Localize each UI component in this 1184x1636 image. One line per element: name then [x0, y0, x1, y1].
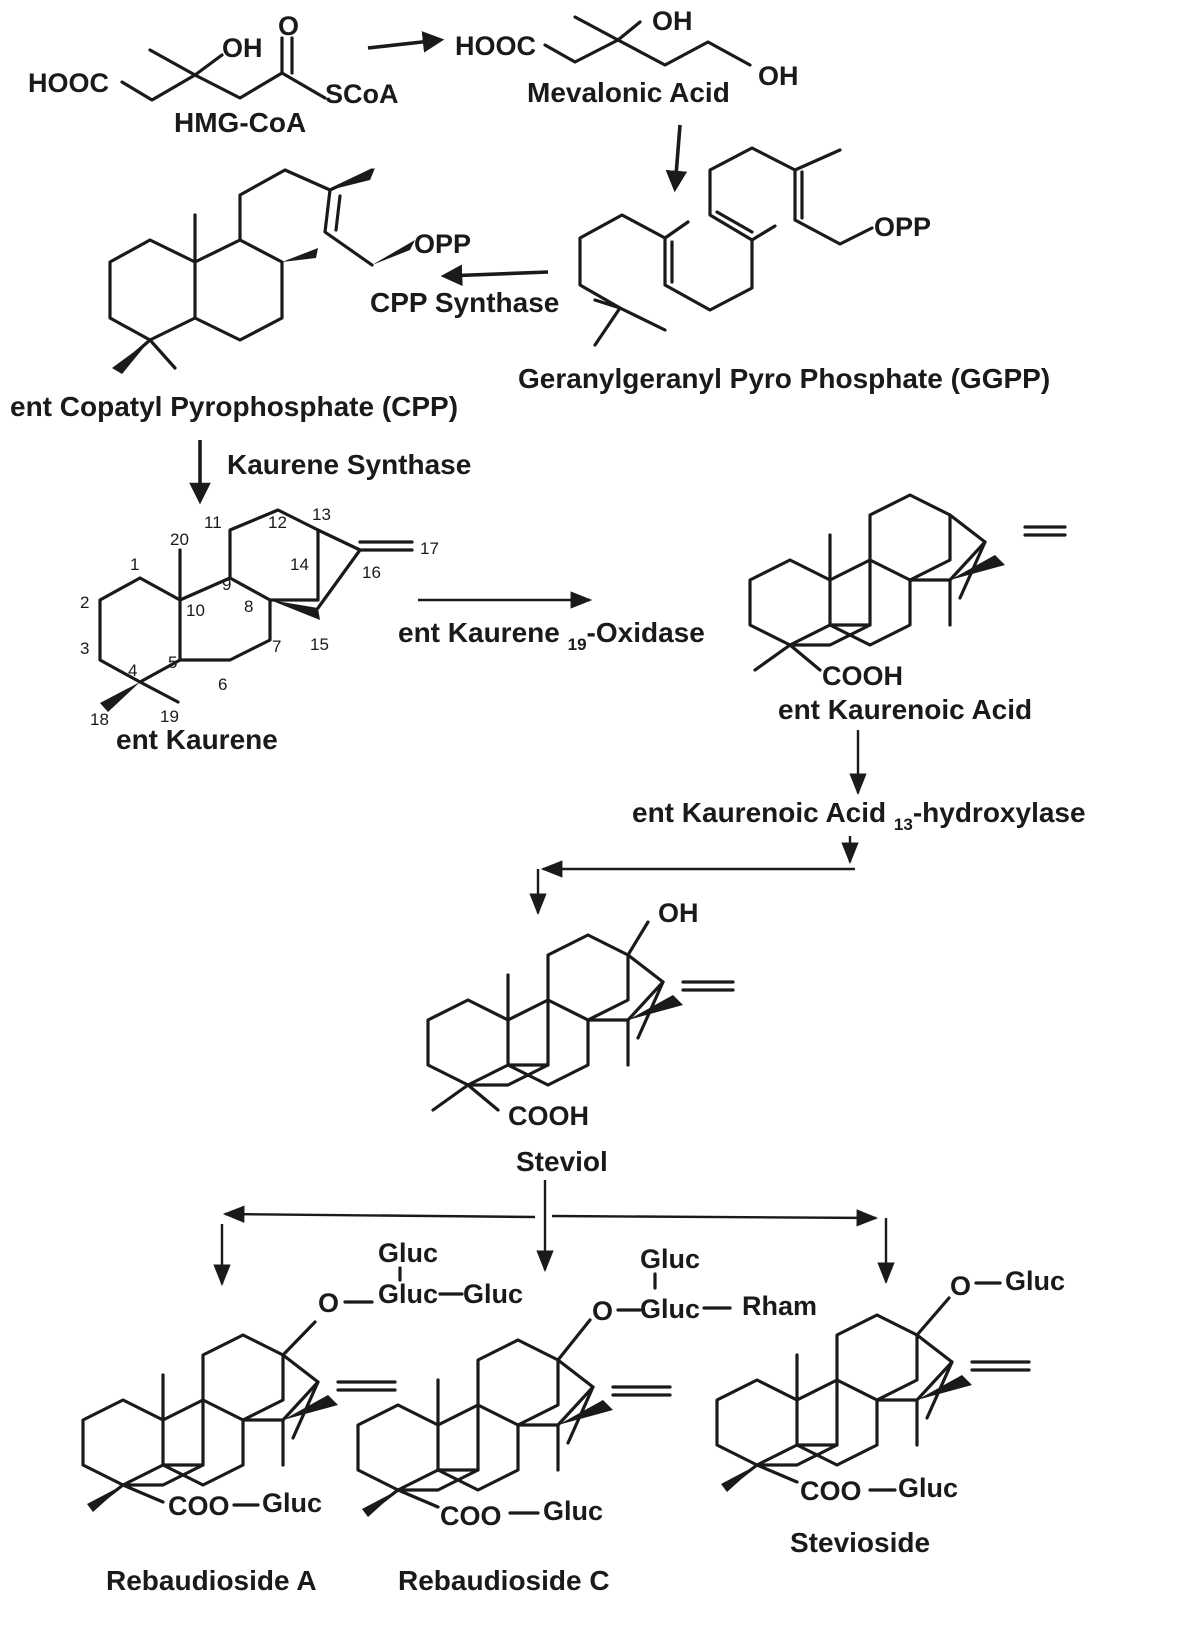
kaurene-c16: 16	[362, 563, 381, 582]
cpp-structure: OPP ent Copatyl Pyrophosphate (CPP)	[10, 168, 471, 422]
reb-a-gluc-mid: Gluc	[378, 1279, 438, 1309]
hmg-oh-label: OH	[222, 33, 263, 63]
kaurene-c4: 4	[128, 661, 137, 680]
kaurene-c9: 9	[222, 575, 231, 594]
reb-c-gluc-mid: Gluc	[640, 1294, 700, 1324]
reb-c-gluc-top: Gluc	[640, 1244, 700, 1274]
steviol-name: Steviol	[516, 1146, 608, 1177]
oxidase-label: ent Kaurene 19-Oxidase	[398, 617, 705, 654]
hydroxylase-label: ent Kaurenoic Acid 13-hydroxylase	[632, 797, 1086, 834]
kaurenoic-acid-structure: COOH	[748, 493, 1067, 691]
rebaudioside-c-structure	[356, 1318, 672, 1517]
mevalonic-acid-structure: HOOC OH OH Mevalonic Acid	[455, 6, 799, 108]
oxidase-label-sub: 19	[568, 635, 587, 654]
stevioside-o-label: O	[950, 1271, 971, 1301]
reb-c-coo-gluc: Gluc	[543, 1496, 603, 1526]
ggpp-structure: OPP Geranylgeranyl Pyro Phosphate (GGPP)	[518, 146, 1050, 394]
rebaudioside-a-name: Rebaudioside A	[106, 1565, 317, 1596]
kaurene-c19: 19	[160, 707, 179, 726]
kaurene-c6: 6	[218, 675, 227, 694]
hmg-hooc-label: HOOC	[28, 68, 109, 98]
hmg-coa-structure: HOOC OH O SCoA HMG-CoA	[28, 11, 399, 138]
reb-a-gluc-right: Gluc	[463, 1279, 523, 1309]
steviol-structure: OH COOH	[426, 898, 735, 1131]
reb-a-coo-gluc: Gluc	[262, 1488, 322, 1518]
kaurene-c15: 15	[310, 635, 329, 654]
oxidase-label-tail: -Oxidase	[587, 617, 705, 648]
stevioside-name: Stevioside	[790, 1527, 930, 1558]
ggpp-name: Geranylgeranyl Pyro Phosphate (GGPP)	[518, 363, 1050, 394]
mevalonic-acid-name: Mevalonic Acid	[527, 77, 730, 108]
kaurene-c20: 20	[170, 530, 189, 549]
arrow-ggpp-to-cpp	[440, 264, 549, 287]
kaurene-c11: 11	[204, 513, 222, 532]
reb-a-gluc-top: Gluc	[378, 1238, 438, 1268]
cpp-name: ent Copatyl Pyrophosphate (CPP)	[10, 391, 458, 422]
rebaudioside-c-name: Rebaudioside C	[398, 1565, 610, 1596]
kaurene-c2: 2	[80, 593, 89, 612]
stevioside-coo-label: COO	[800, 1476, 862, 1506]
ggpp-opp-label: OPP	[874, 212, 931, 242]
hydroxylase-label-sub: 13	[894, 815, 913, 834]
ent-kaurene-structure: 1 2 3 4 5 6 7 8 9 10 11 12 13 14 15 16 1…	[80, 505, 439, 755]
reb-a-coo-label: COO	[168, 1491, 230, 1521]
stevioside-coo-gluc: Gluc	[898, 1473, 958, 1503]
kaurenoic-cooh-label: COOH	[822, 661, 903, 691]
kaurene-c8: 8	[244, 597, 253, 616]
kaurene-c3: 3	[80, 639, 89, 658]
reb-a-o-label: O	[318, 1288, 339, 1318]
mev-oh-label-1: OH	[652, 6, 693, 36]
mev-hooc-label: HOOC	[455, 31, 536, 61]
reb-c-rham: Rham	[742, 1291, 817, 1321]
kaurene-c10: 10	[186, 601, 205, 620]
kaurene-c13: 13	[312, 505, 331, 524]
steviol-oh-label: OH	[658, 898, 699, 928]
kaurenoic-acid-name: ent Kaurenoic Acid	[778, 694, 1032, 725]
kaurene-c17: 17	[420, 539, 439, 558]
cpp-opp-label: OPP	[414, 229, 471, 259]
mev-oh-label-2: OH	[758, 61, 799, 91]
rebaudioside-a-structure	[81, 1320, 397, 1512]
kaurene-c12: 12	[268, 513, 287, 532]
hydroxylase-label-main: ent Kaurenoic Acid	[632, 797, 894, 828]
kaurene-c1: 1	[130, 555, 139, 574]
reb-c-o-label: O	[592, 1296, 613, 1326]
hydroxylase-label-tail: -hydroxylase	[913, 797, 1086, 828]
stevioside-structure	[715, 1296, 1031, 1492]
ent-kaurene-name: ent Kaurene	[116, 724, 278, 755]
reb-c-coo-label: COO	[440, 1501, 502, 1531]
kaurene-synthase-label: Kaurene Synthase	[227, 449, 471, 480]
kaurene-c14: 14	[290, 555, 309, 574]
oxidase-label-main: ent Kaurene	[398, 617, 568, 648]
arrow-hmg-to-mevalonic	[367, 31, 445, 53]
stevioside-gluc-top: Gluc	[1005, 1266, 1065, 1296]
hmg-scoa-label: SCoA	[325, 79, 399, 109]
kaurene-c18: 18	[90, 710, 109, 729]
hmg-coa-name: HMG-CoA	[174, 107, 306, 138]
kaurene-c5: 5	[168, 653, 177, 672]
cpp-synthase-label: CPP Synthase	[370, 287, 559, 318]
arrow-branch-left	[222, 1205, 536, 1223]
steviol-cooh-label: COOH	[508, 1101, 589, 1131]
hmg-o-label: O	[278, 11, 299, 41]
arrow-mevalonic-to-ggpp	[665, 124, 688, 193]
arrow-branch-right	[551, 1209, 879, 1227]
kaurene-c7: 7	[272, 637, 281, 656]
